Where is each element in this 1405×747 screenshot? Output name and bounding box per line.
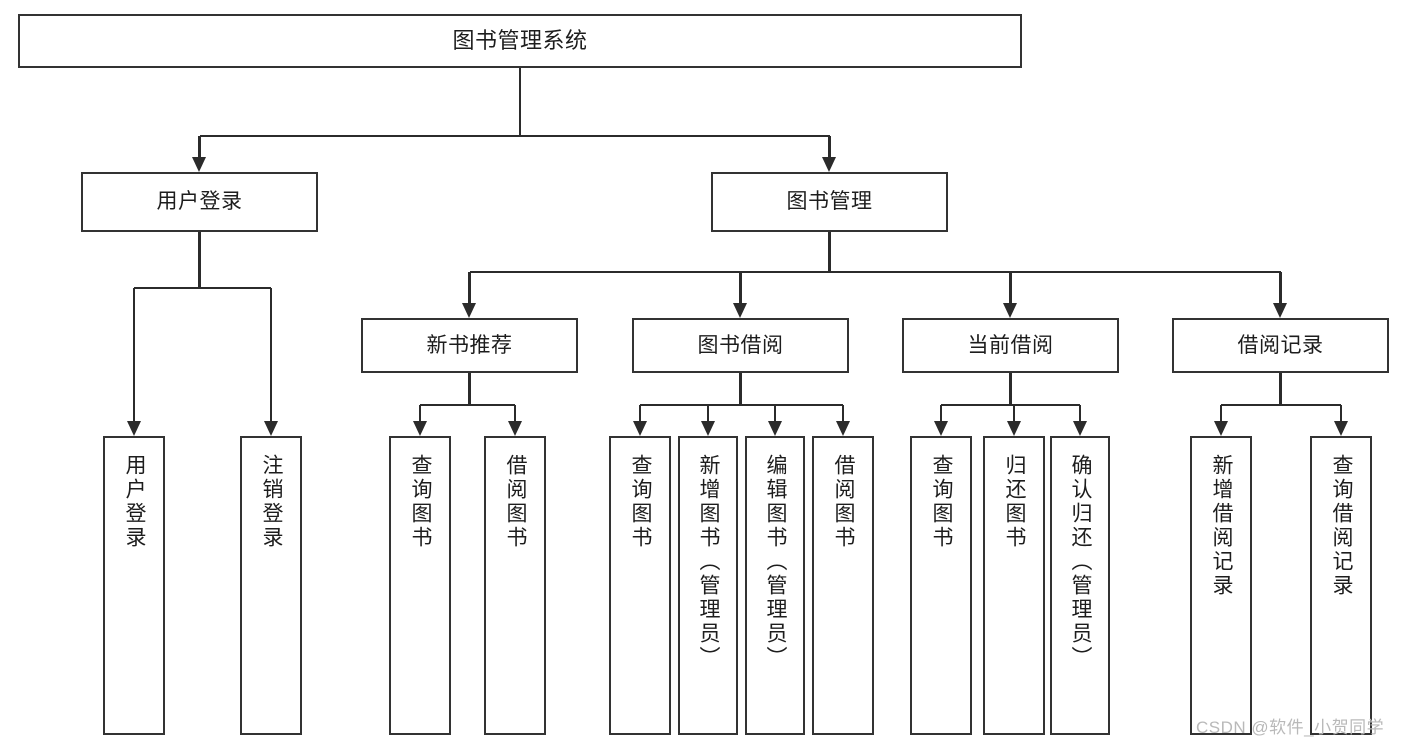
node-label: 图书管理系统 <box>452 27 588 53</box>
connector-branch <box>418 405 422 421</box>
node-book-management[interactable]: 图书管理 <box>711 172 948 232</box>
arrow-head-icon <box>1333 421 1348 436</box>
arrow-head-icon <box>700 421 715 436</box>
arrow-head-icon <box>822 157 836 172</box>
connector-branch <box>1279 272 1282 303</box>
leaf-add-book-admin[interactable]: 新增图书（管理员） <box>678 436 738 735</box>
node-user-login[interactable]: 用户登录 <box>81 172 318 232</box>
connector-branch <box>739 272 742 303</box>
connector-bus <box>1221 403 1341 407</box>
connector-bus <box>469 270 1281 274</box>
connector-branch <box>828 136 831 157</box>
node-label: 查询图书 <box>930 454 954 550</box>
connector-branch <box>1339 405 1343 421</box>
leaf-query-book-recommendation[interactable]: 查询图书 <box>389 436 451 735</box>
arrow-head-icon <box>767 421 782 436</box>
arrow-head-icon <box>507 421 522 436</box>
leaf-return-book[interactable]: 归还图书 <box>983 436 1045 735</box>
connector-trunk <box>1009 373 1012 405</box>
connector-bus <box>640 403 843 407</box>
connector-trunk <box>828 232 831 272</box>
connector-branch <box>132 288 136 421</box>
node-label: 查询图书 <box>629 454 653 550</box>
node-label: 当前借阅 <box>967 333 1054 357</box>
connector-branch <box>468 272 471 303</box>
connector-bus <box>420 403 515 407</box>
node-label: 确认归还（管理员） <box>1069 454 1093 670</box>
node-label: 编辑图书（管理员） <box>764 454 788 670</box>
leaf-query-book-current[interactable]: 查询图书 <box>910 436 972 735</box>
arrow-head-icon <box>126 421 141 436</box>
connector-branch <box>1078 405 1082 421</box>
arrow-head-icon <box>263 421 278 436</box>
node-label: 新书推荐 <box>426 333 513 357</box>
connector-branch <box>198 136 201 157</box>
node-label: 借阅图书 <box>832 454 856 550</box>
connector-bus <box>199 134 830 138</box>
connector-trunk <box>198 232 201 288</box>
leaf-logout[interactable]: 注销登录 <box>240 436 302 735</box>
connector-branch <box>841 405 845 421</box>
connector-branch <box>939 405 943 421</box>
node-book-management-system[interactable]: 图书管理系统 <box>18 14 1022 68</box>
arrow-head-icon <box>933 421 948 436</box>
connector-branch <box>706 405 710 421</box>
node-label: 查询图书 <box>409 454 433 550</box>
arrow-head-icon <box>835 421 850 436</box>
connector-branch <box>1009 272 1012 303</box>
node-borrowing-record[interactable]: 借阅记录 <box>1172 318 1389 373</box>
csdn-watermark: CSDN @软件_小贺同学 <box>1196 718 1385 737</box>
connector-trunk <box>468 373 471 405</box>
connector-trunk <box>739 373 742 405</box>
node-label: 图书借阅 <box>697 333 784 357</box>
connector-branch <box>638 405 642 421</box>
connector-branch <box>773 405 777 421</box>
node-label: 查询借阅记录 <box>1330 454 1354 598</box>
arrow-head-icon <box>412 421 427 436</box>
leaf-confirm-return-admin[interactable]: 确认归还（管理员） <box>1050 436 1110 735</box>
node-label: 借阅记录 <box>1237 333 1324 357</box>
node-label: 归还图书 <box>1003 454 1027 550</box>
arrow-head-icon <box>1003 303 1017 318</box>
connector-branch <box>1219 405 1223 421</box>
leaf-query-book-borrowing[interactable]: 查询图书 <box>609 436 671 735</box>
node-label: 用户登录 <box>156 190 243 214</box>
arrow-head-icon <box>1006 421 1021 436</box>
connector-branch <box>1012 405 1016 421</box>
leaf-user-login[interactable]: 用户登录 <box>103 436 165 735</box>
connector-bus <box>134 286 271 290</box>
connector-trunk <box>518 68 522 136</box>
leaf-query-borrowing-record[interactable]: 查询借阅记录 <box>1310 436 1372 735</box>
node-label: 借阅图书 <box>504 454 528 550</box>
node-current-borrowing[interactable]: 当前借阅 <box>902 318 1119 373</box>
arrow-head-icon <box>462 303 476 318</box>
connector-branch <box>513 405 517 421</box>
leaf-borrow-book[interactable]: 借阅图书 <box>812 436 874 735</box>
node-label: 新增借阅记录 <box>1210 454 1234 598</box>
node-label: 新增图书（管理员） <box>697 454 721 670</box>
node-book-borrowing[interactable]: 图书借阅 <box>632 318 849 373</box>
node-label: 图书管理 <box>786 190 873 214</box>
leaf-edit-book-admin[interactable]: 编辑图书（管理员） <box>745 436 805 735</box>
arrow-head-icon <box>1213 421 1228 436</box>
arrow-head-icon <box>1072 421 1087 436</box>
connector-bus <box>941 403 1080 407</box>
arrow-head-icon <box>733 303 747 318</box>
node-new-book-recommendation[interactable]: 新书推荐 <box>361 318 578 373</box>
connector-branch <box>269 288 273 421</box>
leaf-add-borrowing-record[interactable]: 新增借阅记录 <box>1190 436 1252 735</box>
node-label: 注销登录 <box>260 454 284 550</box>
leaf-borrow-book-recommendation[interactable]: 借阅图书 <box>484 436 546 735</box>
arrow-head-icon <box>632 421 647 436</box>
arrow-head-icon <box>192 157 206 172</box>
node-label: 用户登录 <box>123 454 147 550</box>
arrow-head-icon <box>1273 303 1287 318</box>
connector-trunk <box>1279 373 1282 405</box>
